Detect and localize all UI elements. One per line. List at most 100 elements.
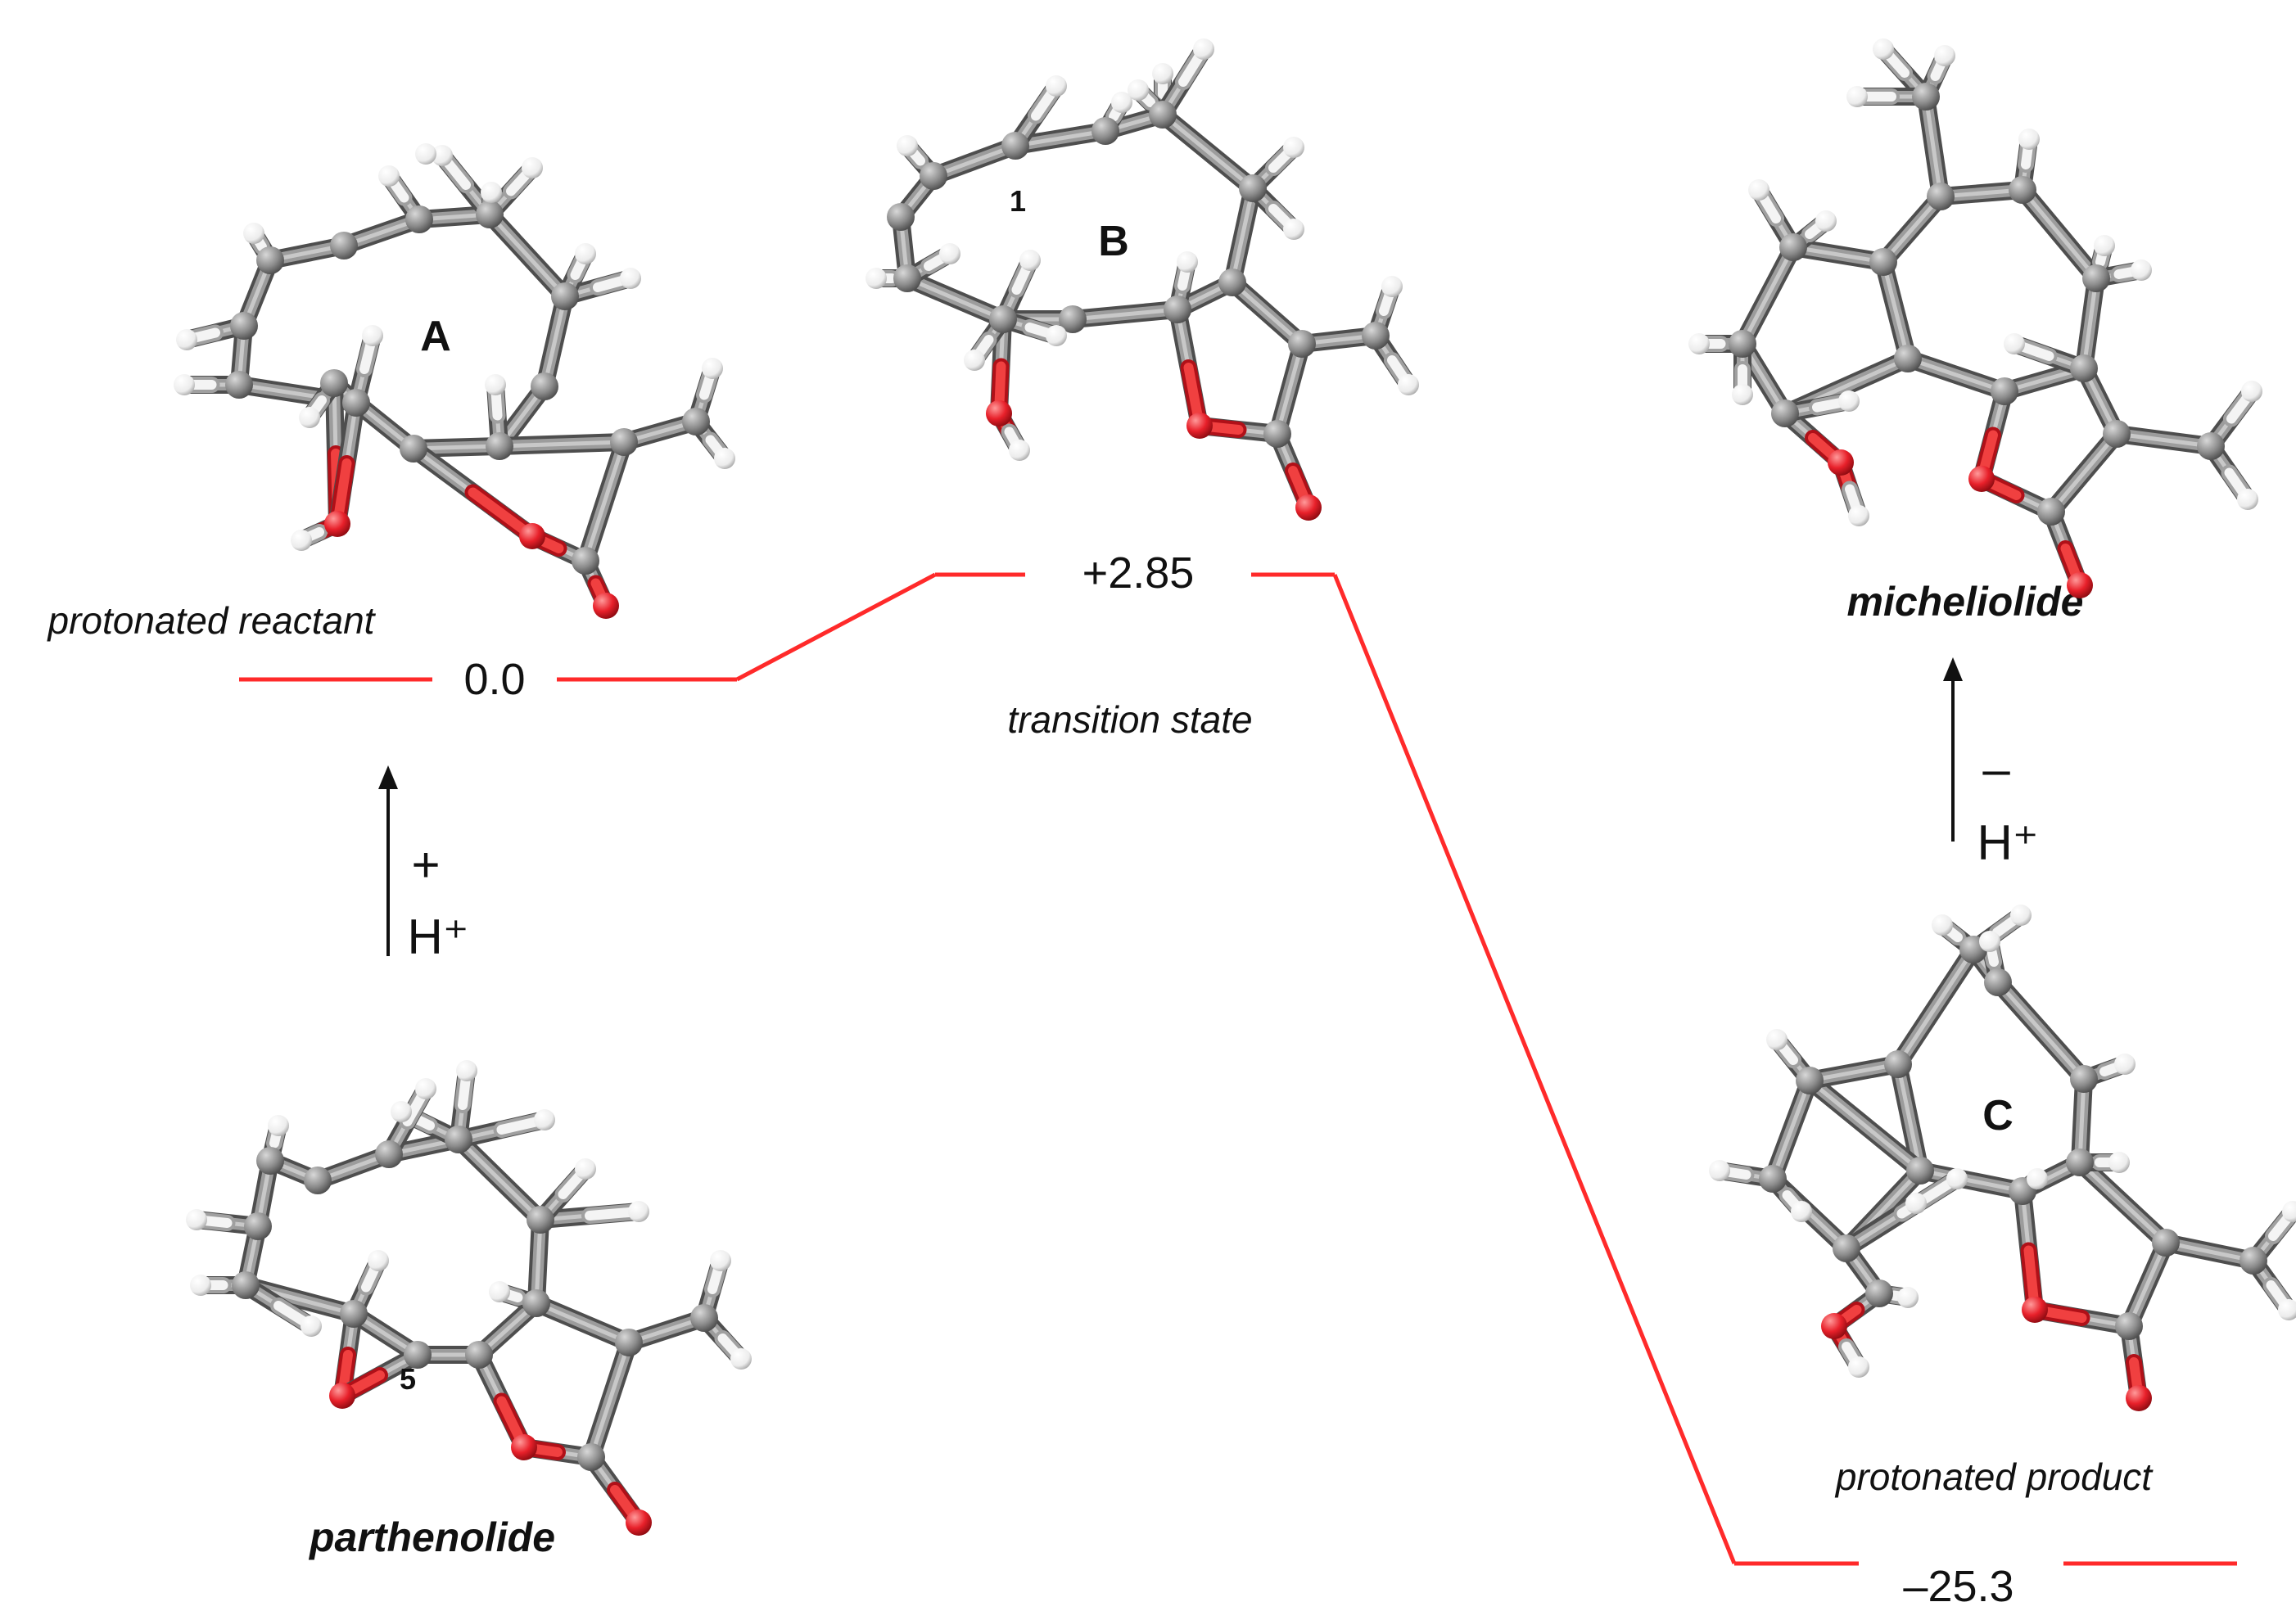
hydrogen-atom (1128, 79, 1149, 101)
hydrogen-atom (1932, 914, 1953, 936)
protonation-arrow (378, 765, 398, 956)
carbon-atom (1729, 330, 1756, 358)
carbon-atom (320, 369, 348, 397)
carbon-atom (2197, 432, 2225, 460)
hydrogen-atom (1193, 38, 1214, 60)
carbon-atom (1884, 1050, 1912, 1078)
carbon-atom (1771, 399, 1799, 427)
carbon-atom (1984, 968, 2012, 996)
hydrogen-atom (1848, 505, 1869, 526)
product-energy-value: –25.3 (1903, 1562, 2014, 1611)
carbon-atom (256, 246, 284, 274)
hydrogen-atom (243, 223, 264, 244)
carbon-atom (2066, 1148, 2094, 1176)
carbon-atom (1288, 330, 1316, 358)
hydrogen-atom (1791, 1201, 1812, 1222)
hydrogen-atom (939, 243, 960, 264)
carbon-atom (577, 1443, 605, 1471)
carbon-atom (1894, 345, 1922, 372)
hydrogen-atom (1905, 1193, 1927, 1214)
hydrogen-atom (897, 135, 918, 156)
carbon-atom (531, 372, 558, 400)
atoms (866, 38, 1419, 521)
hydrogen-atom (2131, 259, 2152, 281)
label-A: A (420, 313, 451, 360)
carbon-atom (445, 1126, 472, 1153)
hydrogen-atom (730, 1348, 752, 1370)
ts-energy-value: +2.85 (1082, 548, 1195, 598)
hydrogen-atom (1732, 384, 1753, 405)
carbon-atom (1218, 268, 1246, 296)
molecule-parthenolide (186, 1060, 752, 1536)
hydrogen-atom (456, 1060, 477, 1081)
caption-transition-state: transition state (1007, 698, 1252, 741)
molecule-protonated-reactant-A (174, 143, 735, 619)
atoms (1709, 905, 2296, 1411)
carbon-atom (256, 1147, 284, 1175)
carbon-atom (1912, 83, 1940, 111)
hydrogen-atom (489, 1281, 510, 1302)
oxygen-atom (1186, 413, 1213, 439)
carbon-atom (2009, 176, 2036, 204)
atoms (186, 1060, 752, 1536)
caption-protonated-product: protonated product (1834, 1455, 2154, 1498)
hydrogen-atom (2094, 235, 2115, 256)
oxygen-atom (1295, 494, 1322, 521)
carbon-atom (1865, 1279, 1893, 1307)
hydrogen-atom (1848, 1356, 1869, 1378)
oxygen-atom (1821, 1313, 1847, 1339)
hydrogen-atom (1946, 1168, 1968, 1189)
carbon-atom (1164, 296, 1191, 323)
carbon-atom (2152, 1229, 2180, 1257)
hydrogen-atom (1177, 251, 1198, 273)
oxygen-atom (2022, 1297, 2048, 1323)
carbon-atom (486, 432, 513, 460)
hydrogen-atom (1381, 276, 1403, 297)
hydrogen-atom (628, 1201, 649, 1222)
carbon-atom (1779, 233, 1807, 261)
oxygen-atom (593, 593, 619, 619)
carbon-atom (340, 1300, 368, 1328)
carbon-atom (920, 162, 947, 190)
hydrogen-atom (2278, 1299, 2296, 1320)
atoms (1688, 38, 2262, 598)
carbon-atom (551, 282, 579, 310)
hydrogen-atom (268, 1115, 289, 1136)
hydrogen-atom (710, 1250, 731, 1271)
hydrogen-atom (522, 157, 543, 178)
oxygen-atom (1828, 449, 1854, 476)
hydrogen-atom (432, 145, 453, 166)
hydrogen-atom (415, 143, 436, 165)
hydrogen-atom (1009, 440, 1030, 461)
hydrogen-atom (575, 1158, 596, 1180)
carbon-atom (2240, 1247, 2267, 1275)
hydrogen-atom (1934, 45, 1955, 66)
carbon-atom (465, 1341, 493, 1369)
hydrogen-atom (415, 1078, 436, 1099)
carbon-atom (527, 1206, 554, 1234)
deprotonation-species: H⁺ (1977, 815, 2039, 870)
carbon-atom (690, 1304, 718, 1332)
hydrogen-atom (481, 182, 502, 203)
molecule-transition-state-B (866, 38, 1419, 521)
carbon-atom (404, 1341, 432, 1369)
hydrogen-atom (1398, 374, 1419, 395)
oxygen-atom (324, 511, 350, 537)
carbon-atom (1149, 101, 1177, 129)
carbon-atom (1059, 305, 1087, 333)
carbon-atom (682, 408, 710, 435)
hydrogen-atom (291, 530, 312, 551)
carbon-atom (522, 1289, 550, 1317)
oxygen-atom (986, 400, 1012, 426)
reactant-energy-value: 0.0 (463, 655, 525, 704)
hydrogen-atom (1046, 325, 1067, 346)
hydrogen-atom (2027, 1168, 2048, 1189)
hydrogen-atom (2282, 1201, 2296, 1222)
carbon-atom (615, 1329, 643, 1356)
hydrogen-atom (1688, 333, 1710, 354)
hydrogen-atom (1019, 250, 1041, 271)
carbon-atom (304, 1167, 332, 1194)
label-C: C (1982, 1092, 2014, 1139)
hydrogen-atom (2010, 905, 2032, 926)
